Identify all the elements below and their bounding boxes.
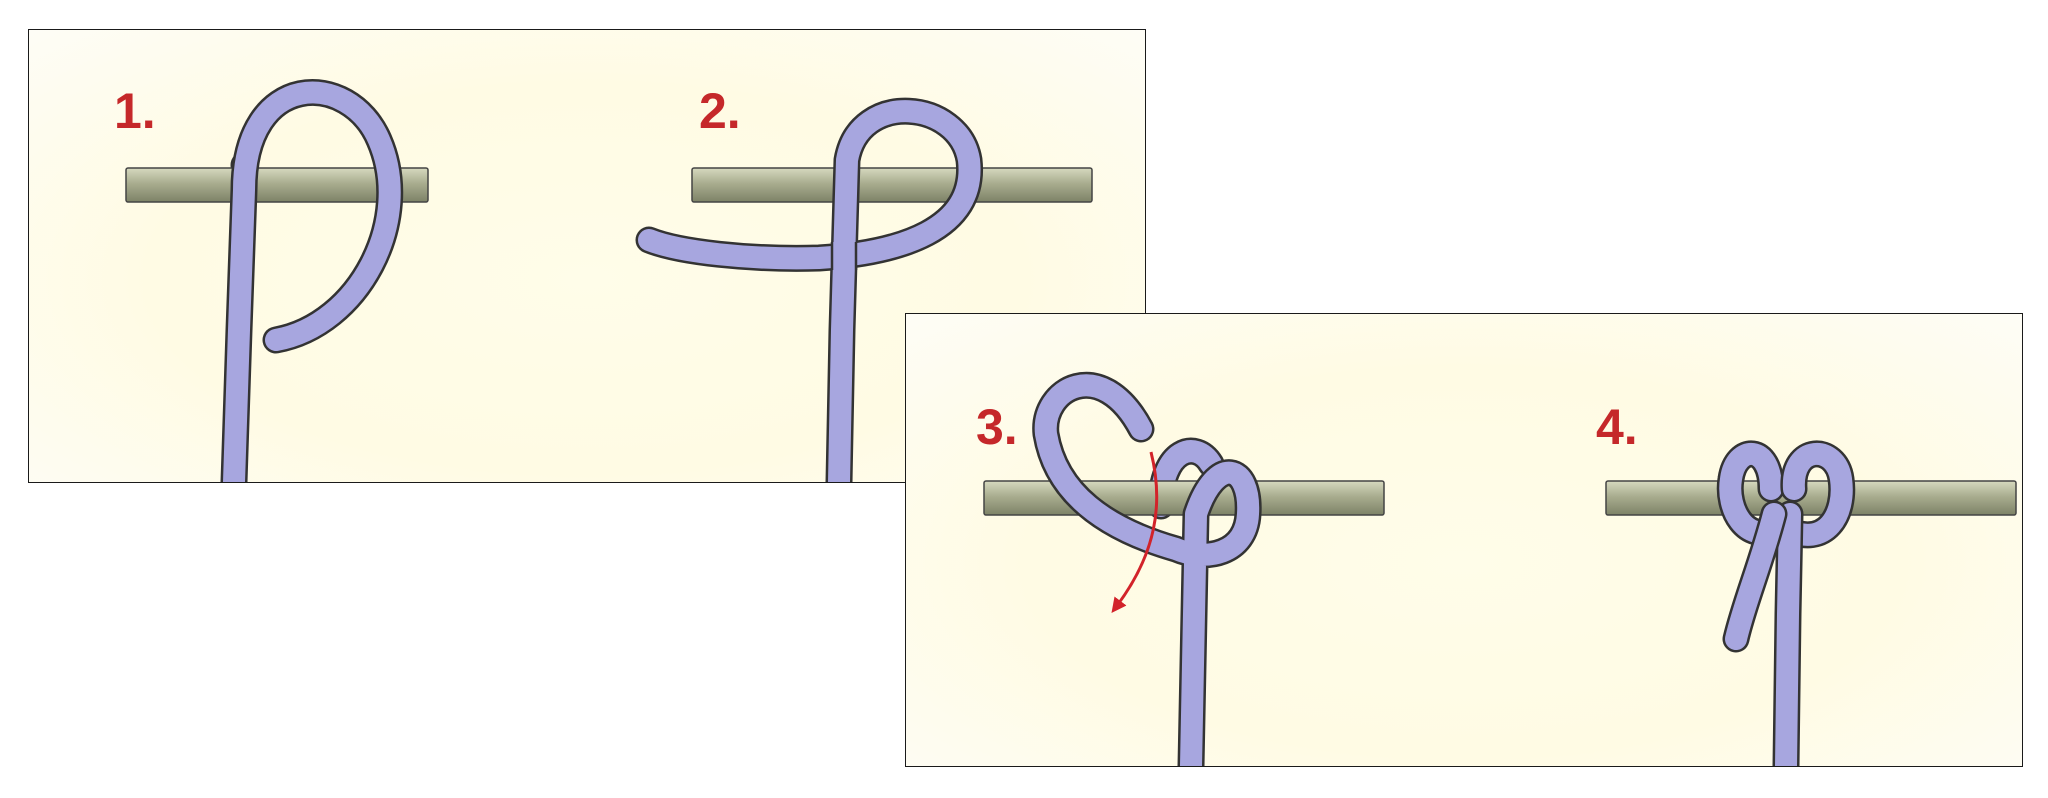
step-4-rod	[1605, 480, 2017, 516]
step-2-label: 2.	[699, 83, 741, 139]
step-4-figure: 4.	[1596, 399, 2017, 766]
step-1-label: 1.	[114, 83, 156, 139]
step-4-label: 4.	[1596, 399, 1638, 455]
step-3-rope	[1032, 371, 1262, 766]
step-3-figure: 3.	[976, 371, 1385, 766]
diagram-panel-steps-1-2: 1. 2.	[28, 29, 1146, 483]
step-2-figure: 2.	[635, 83, 1093, 482]
knot-steps-1-2-illustration: 1. 2.	[114, 79, 1093, 482]
step-3-direction-arrow	[1111, 451, 1159, 613]
step-1-rod	[125, 167, 429, 203]
diagram-panel-steps-3-4: 3. 4.	[905, 313, 2023, 767]
step-2-rod	[691, 167, 1093, 203]
step-3-label: 3.	[976, 399, 1018, 455]
knot-steps-3-4-illustration: 3. 4.	[976, 371, 2017, 766]
step-1-figure: 1.	[114, 79, 429, 482]
